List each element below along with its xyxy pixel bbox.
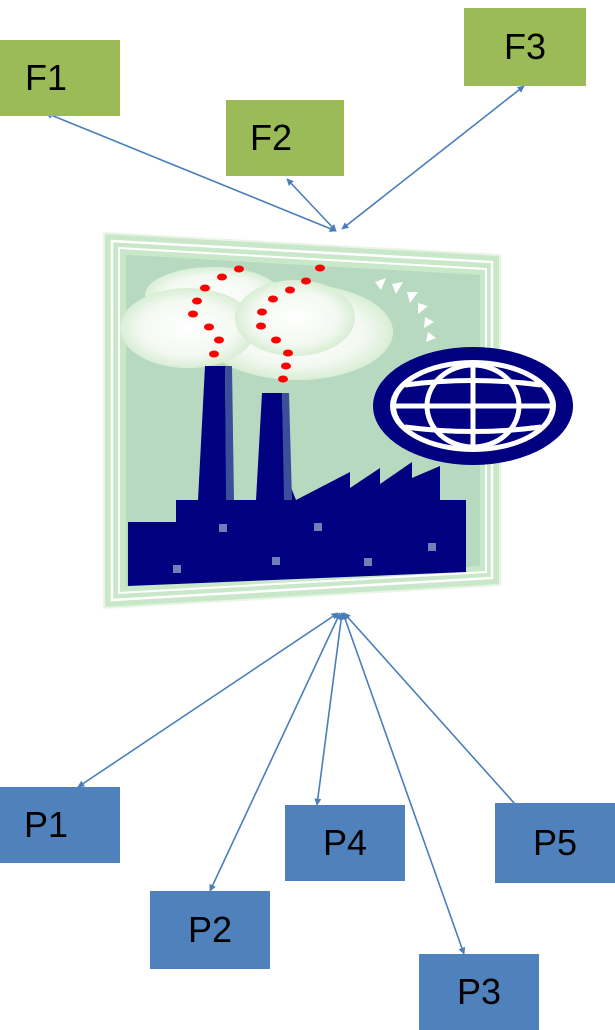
node-p1[interactable]: P1 — [0, 787, 120, 863]
node-p2[interactable]: P2 — [150, 891, 270, 969]
globe-icon — [373, 347, 573, 465]
node-p5[interactable]: P5 — [495, 803, 615, 883]
factory-icon — [103, 231, 573, 610]
node-f3-label: F3 — [503, 26, 546, 67]
arrows-bottom — [77, 612, 541, 955]
sun-icon — [375, 278, 436, 342]
node-f3[interactable]: F3 — [464, 8, 586, 86]
arrow-f3-hub — [341, 85, 525, 230]
arrow-f2-hub — [286, 178, 337, 232]
node-f1[interactable]: F1 — [0, 40, 120, 116]
node-p4[interactable]: P4 — [285, 805, 405, 881]
arrows-top — [45, 85, 525, 232]
node-p2-label: P2 — [187, 909, 233, 950]
arrow-hub-p4 — [314, 612, 345, 806]
arrow-hub-p3 — [341, 612, 466, 955]
node-p3[interactable]: P3 — [419, 954, 539, 1030]
node-p1-label: P1 — [23, 804, 69, 845]
node-f2-label: F2 — [249, 117, 292, 158]
node-p5-label: P5 — [532, 822, 578, 863]
node-p4-label: P4 — [322, 822, 368, 863]
node-p3-label: P3 — [456, 971, 502, 1012]
node-f1-label: F1 — [24, 57, 67, 98]
arrow-hub-p5 — [343, 612, 541, 833]
node-f2[interactable]: F2 — [226, 100, 344, 176]
